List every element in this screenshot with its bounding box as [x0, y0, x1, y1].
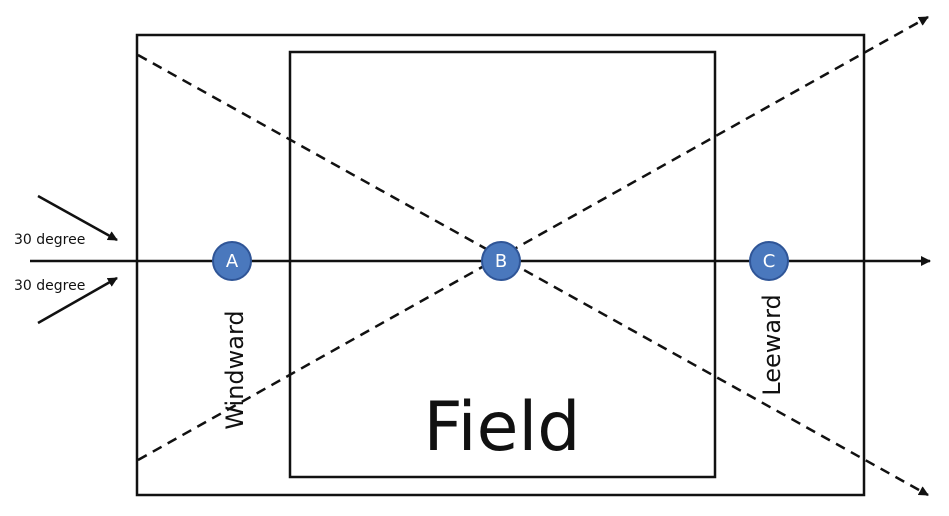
point-a-label: A [226, 251, 239, 272]
point-a-marker: A [212, 241, 252, 281]
point-b-marker: B [481, 241, 521, 281]
leeward-label: Leeward [758, 294, 786, 396]
field-label: Field [424, 388, 581, 467]
field-rectangle [288, 50, 717, 479]
dashed-diagonal-down [137, 53, 929, 497]
outer-boundary [135, 33, 866, 497]
point-b-label: B [495, 251, 507, 272]
point-a-circle [212, 241, 252, 281]
point-c-marker: C [749, 241, 789, 281]
point-b-circle [481, 241, 521, 281]
lower-angle-arrow [37, 276, 118, 325]
lower-angle-label: 30 degree [14, 278, 85, 294]
upper-angle-arrow [37, 194, 118, 242]
windward-label: Windward [221, 310, 249, 429]
point-c-label: C [763, 251, 776, 272]
dashed-diagonal-up [137, 15, 929, 462]
upper-angle-label: 30 degree [14, 232, 85, 248]
point-c-circle [749, 241, 789, 281]
